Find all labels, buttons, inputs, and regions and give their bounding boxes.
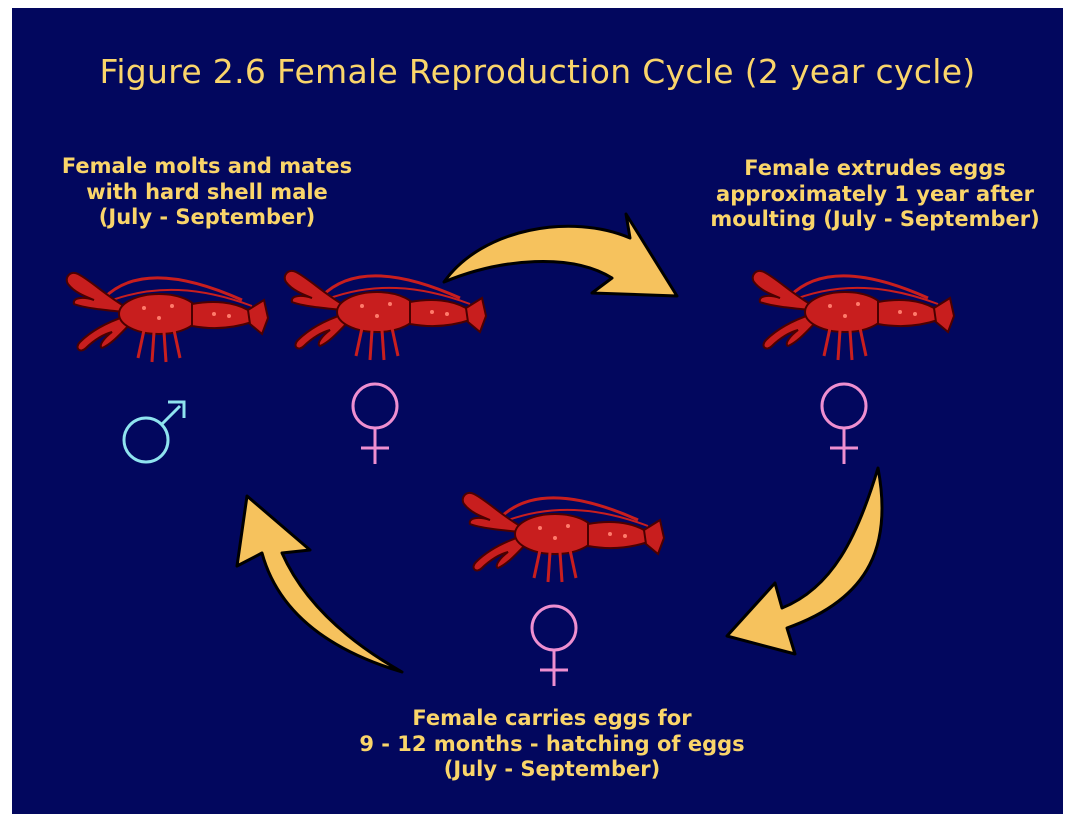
stage-label-line: moulting (July - September): [687, 207, 1063, 233]
stage-label-line: (July - September): [32, 205, 382, 231]
female-symbol-icon-extruding: [822, 384, 866, 464]
stage-label-line: with hard shell male: [32, 180, 382, 206]
lobster-icon-male: [67, 273, 268, 362]
diagram-graphics: [12, 8, 1063, 814]
arrow-right: [727, 468, 882, 654]
stage-label-extrusion: Female extrudes eggs approximately 1 yea…: [687, 156, 1063, 233]
stage-label-line: 9 - 12 months - hatching of eggs: [352, 732, 752, 758]
stage-label-line: approximately 1 year after: [687, 182, 1063, 208]
arrow-top: [444, 214, 677, 296]
stage-label-line: Female extrudes eggs: [687, 156, 1063, 182]
figure-title: Figure 2.6 Female Reproduction Cycle (2 …: [12, 52, 1063, 92]
diagram-panel: Figure 2.6 Female Reproduction Cycle (2 …: [12, 8, 1063, 814]
stage-label-brooding: Female carries eggs for 9 - 12 months - …: [352, 706, 752, 783]
arrow-left: [237, 496, 402, 672]
stage-label-line: Female carries eggs for: [352, 706, 752, 732]
female-symbol-icon-brooding: [532, 606, 576, 686]
stage-label-line: Female molts and mates: [32, 154, 382, 180]
lobster-icon-female-brooding: [463, 493, 664, 582]
lobster-icon-female-extruding: [753, 271, 954, 360]
stage-label-line: (July - September): [352, 757, 752, 783]
male-symbol-icon: [124, 402, 184, 462]
female-symbol-icon-mating: [353, 384, 397, 464]
lobster-icon-female-mating: [285, 271, 486, 360]
stage-label-mating: Female molts and mates with hard shell m…: [32, 154, 382, 231]
